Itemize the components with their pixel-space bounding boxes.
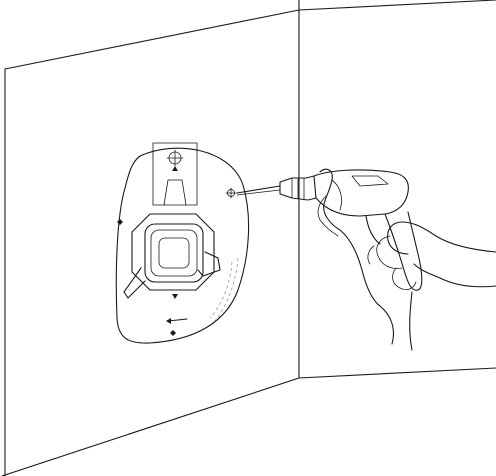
router-footprint-core <box>151 230 197 276</box>
left-wall-top-edge <box>5 10 299 476</box>
bottom-marker <box>170 330 176 336</box>
top-hook <box>164 180 186 205</box>
arrow-left-icon <box>166 318 187 324</box>
right-hook <box>198 252 220 276</box>
front-hand <box>320 169 394 344</box>
left-wall-outline <box>2 0 299 476</box>
mounting-template <box>116 143 248 343</box>
drill <box>237 170 422 350</box>
cut-guide-2 <box>214 258 238 322</box>
right-wall-top-edge <box>299 0 496 10</box>
rear-hand <box>388 222 496 254</box>
drill-trigger <box>366 216 380 244</box>
right-marker <box>226 188 236 198</box>
left-hook <box>124 268 145 298</box>
router-footprint-inner <box>145 224 203 282</box>
left-marker <box>117 219 123 225</box>
crosshair-icon <box>167 150 183 166</box>
router-footprint-center <box>159 238 189 268</box>
router-footprint-outer <box>132 214 214 290</box>
drill-cord <box>410 292 412 350</box>
template-outline <box>116 148 248 343</box>
drill-handle <box>385 212 422 290</box>
arrow-up-icon <box>172 166 178 171</box>
cut-guide-1 <box>210 262 232 318</box>
floor-edge <box>299 368 496 378</box>
arrow-down-icon <box>172 294 178 299</box>
